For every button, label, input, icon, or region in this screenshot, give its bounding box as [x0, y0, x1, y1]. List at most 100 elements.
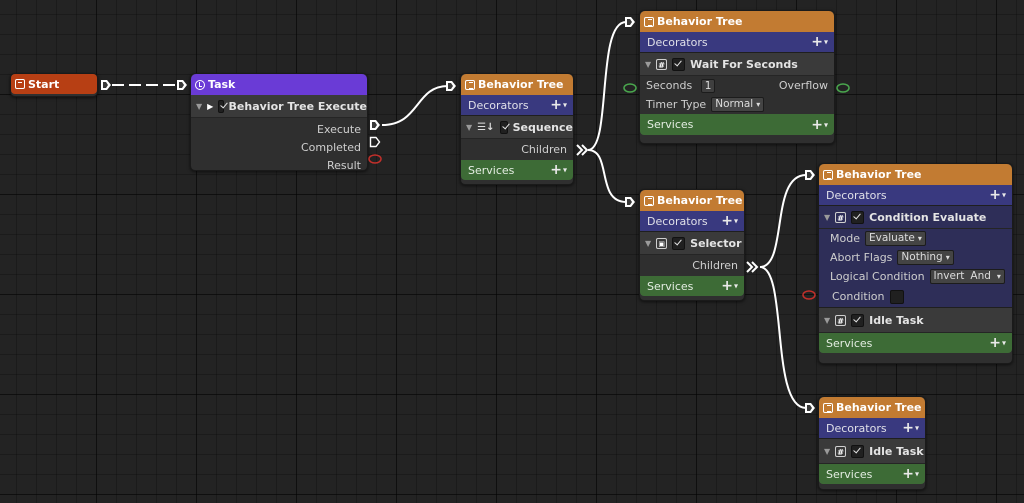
- condition-entry[interactable]: ▼ # Condition Evaluate: [819, 206, 1012, 229]
- timer-type-label: Timer Type: [646, 98, 707, 111]
- bt1-header[interactable]: Behavior Tree: [461, 74, 573, 95]
- execute-output-port[interactable]: [369, 119, 381, 131]
- completed-output-port[interactable]: [369, 136, 381, 148]
- wire-bt1-bt2: [587, 21, 627, 151]
- bt2-header[interactable]: Behavior Tree: [640, 11, 834, 32]
- bt4-header[interactable]: Behavior Tree: [819, 164, 1012, 185]
- collapse-arrow-icon[interactable]: ▼: [824, 212, 831, 222]
- bt2-title: Behavior Tree: [657, 15, 743, 28]
- add-service-button[interactable]: +▾: [550, 162, 568, 178]
- abort-flags-dropdown[interactable]: Nothing: [897, 250, 954, 265]
- mode-dropdown[interactable]: Evaluate: [864, 231, 926, 246]
- output-execute: Execute: [191, 120, 367, 138]
- add-decorator-button[interactable]: +▾: [550, 97, 568, 113]
- start-node[interactable]: Start: [10, 73, 98, 97]
- bt5-task-label: Idle Task: [869, 444, 924, 458]
- bt3-task-entry[interactable]: ▼ ▣ Selector: [640, 232, 744, 255]
- start-output-port[interactable]: [100, 79, 112, 91]
- collapse-arrow-icon[interactable]: ▼: [466, 122, 473, 132]
- condition-row: Condition: [819, 286, 1012, 307]
- sequence-enabled-checkbox[interactable]: [499, 120, 508, 134]
- behavior-tree-icon: [644, 195, 654, 206]
- collapse-arrow-icon[interactable]: ▼: [645, 59, 652, 69]
- bt5-input-port[interactable]: [804, 402, 816, 414]
- bt3-children-port[interactable]: [746, 261, 760, 273]
- seconds-input[interactable]: 1: [700, 78, 716, 93]
- bt4-node[interactable]: Behavior Tree Decorators +▾ ▼ # Conditio…: [818, 163, 1013, 364]
- output-result-label: Result: [327, 158, 361, 172]
- task-entry[interactable]: ▼ ▶ Behavior Tree Execute: [191, 95, 367, 118]
- add-service-button[interactable]: +▾: [902, 466, 920, 482]
- bt3-header[interactable]: Behavior Tree: [640, 190, 744, 211]
- idle-task-enabled-checkbox[interactable]: [851, 313, 865, 327]
- behavior-tree-icon: [823, 169, 833, 180]
- bt4-task-entry[interactable]: ▼ # Idle Task: [819, 308, 1012, 333]
- bt3-title: Behavior Tree: [657, 194, 743, 207]
- script-hash-icon: #: [835, 445, 847, 457]
- bt3-services-bar: Services +▾: [640, 276, 744, 296]
- task-node[interactable]: Task ▼ ▶ Behavior Tree Execute Execute C…: [190, 73, 368, 174]
- add-decorator-button[interactable]: +▾: [902, 420, 920, 436]
- bt5-services-bar: Services +▾: [819, 464, 925, 484]
- bt1-node[interactable]: Behavior Tree Decorators +▾ ▼ ☰↓ Sequenc…: [460, 73, 574, 185]
- logical-condition-dropdown[interactable]: Invert And: [929, 269, 1005, 284]
- bt3-node[interactable]: Behavior Tree Decorators +▾ ▼ ▣ Selector…: [639, 189, 745, 301]
- condition-input-port[interactable]: [802, 290, 816, 300]
- add-decorator-button[interactable]: +▾: [721, 213, 739, 229]
- overflow-output-port[interactable]: [836, 83, 850, 93]
- add-service-button[interactable]: +▾: [989, 335, 1007, 351]
- overflow-label: Overflow: [778, 79, 828, 92]
- collapse-arrow-icon[interactable]: ▼: [824, 315, 831, 325]
- output-completed: Completed: [191, 138, 367, 156]
- bt1-children-row: Children: [461, 139, 573, 160]
- idle-task-enabled-checkbox[interactable]: [851, 444, 865, 458]
- logical-condition-label: Logical Condition: [830, 270, 925, 283]
- bt2-task-entry[interactable]: ▼ # Wait For Seconds: [640, 53, 834, 76]
- output-result: Result: [191, 156, 367, 174]
- condition-checkbox[interactable]: [889, 289, 904, 304]
- script-hash-icon: #: [835, 314, 847, 326]
- add-service-button[interactable]: +▾: [721, 278, 739, 294]
- bt5-services-label: Services: [826, 467, 873, 481]
- start-node-header[interactable]: Start: [11, 74, 97, 94]
- wait-enabled-checkbox[interactable]: [672, 57, 686, 71]
- play-icon: ▶: [207, 101, 214, 111]
- start-icon: [15, 79, 25, 89]
- timer-type-dropdown[interactable]: Normal: [711, 97, 765, 112]
- bt2-node[interactable]: Behavior Tree Decorators +▾ ▼ # Wait For…: [639, 10, 835, 144]
- bt1-input-port[interactable]: [445, 80, 457, 92]
- bt4-title: Behavior Tree: [836, 168, 922, 181]
- add-decorator-button[interactable]: +▾: [811, 34, 829, 50]
- bt2-services-label: Services: [647, 118, 694, 131]
- condition-enabled-checkbox[interactable]: [851, 210, 865, 224]
- bt1-task-entry[interactable]: ▼ ☰↓ Sequence: [461, 116, 573, 139]
- add-decorator-button[interactable]: +▾: [989, 187, 1007, 203]
- seconds-label: Seconds: [646, 78, 693, 92]
- task-enabled-checkbox[interactable]: [218, 99, 224, 113]
- collapse-arrow-icon[interactable]: ▼: [824, 446, 831, 456]
- bt3-children-label: Children: [692, 259, 738, 272]
- bt5-task-entry[interactable]: ▼ # Idle Task: [819, 439, 925, 464]
- task-input-port[interactable]: [176, 79, 188, 91]
- collapse-arrow-icon[interactable]: ▼: [196, 101, 203, 111]
- mode-row: Mode Evaluate: [819, 229, 1012, 248]
- bt3-decorators-bar: Decorators +▾: [640, 211, 744, 232]
- result-output-port[interactable]: [368, 154, 382, 164]
- collapse-arrow-icon[interactable]: ▼: [645, 238, 652, 248]
- bt5-node[interactable]: Behavior Tree Decorators +▾ ▼ # Idle Tas…: [818, 396, 926, 490]
- task-node-header[interactable]: Task: [191, 74, 367, 95]
- bt1-children-port[interactable]: [576, 144, 590, 156]
- bt2-input-port[interactable]: [624, 16, 636, 28]
- bt5-header[interactable]: Behavior Tree: [819, 397, 925, 418]
- bt3-task-label: Selector: [690, 236, 742, 250]
- task-node-title: Task: [208, 78, 236, 91]
- clock-icon: [195, 79, 205, 90]
- add-service-button[interactable]: +▾: [811, 116, 829, 133]
- selector-enabled-checkbox[interactable]: [672, 236, 686, 250]
- bt2-input-value-port[interactable]: [623, 83, 637, 93]
- bt4-input-port[interactable]: [804, 169, 816, 181]
- bt3-input-port[interactable]: [624, 196, 636, 208]
- behavior-tree-icon: [644, 16, 654, 27]
- bt4-services-bar: Services +▾: [819, 333, 1012, 353]
- task-entry-label: Behavior Tree Execute: [228, 99, 367, 113]
